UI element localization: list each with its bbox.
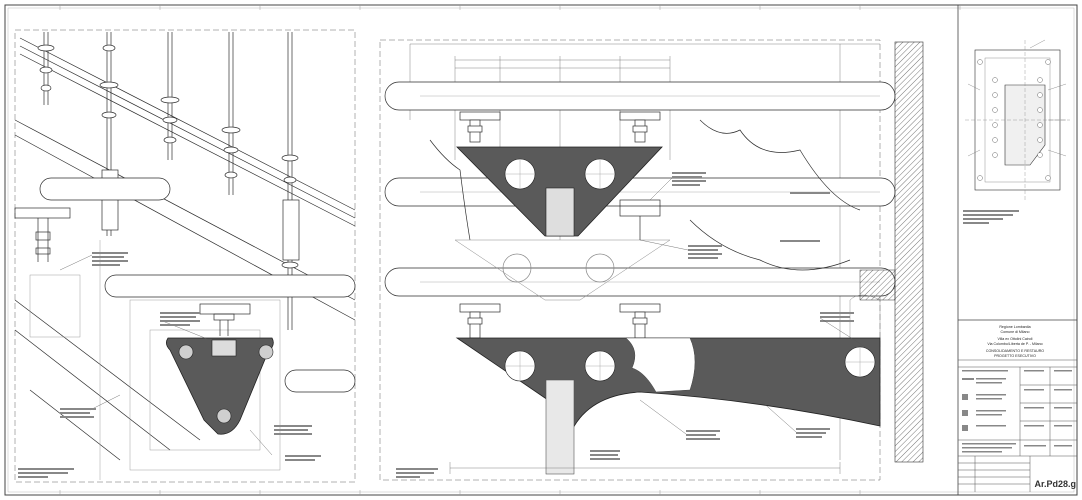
drawing-code: Ar.Pd28.g [1034, 479, 1076, 489]
title-address: Via Colombo/Liberta de P. - Milano [987, 342, 1043, 346]
title-building: Villa ex Ottolini Cairoli [997, 337, 1033, 341]
plan-detail [965, 39, 1070, 200]
title-block [958, 359, 1077, 492]
title-municipality: Comune di Milano [1000, 330, 1030, 334]
title-project-scope: CONSOLIDAMENTO E RESTAURO [985, 349, 1045, 353]
sheet-border [4, 4, 1078, 496]
title-region: Regione Lombardia [999, 325, 1031, 329]
masonry-wall-section [894, 41, 924, 463]
title-project-phase: PROGETTO ESECUTIVO [994, 354, 1036, 358]
left-bracket-plate [166, 337, 274, 435]
stair-railing-detail [14, 29, 356, 483]
